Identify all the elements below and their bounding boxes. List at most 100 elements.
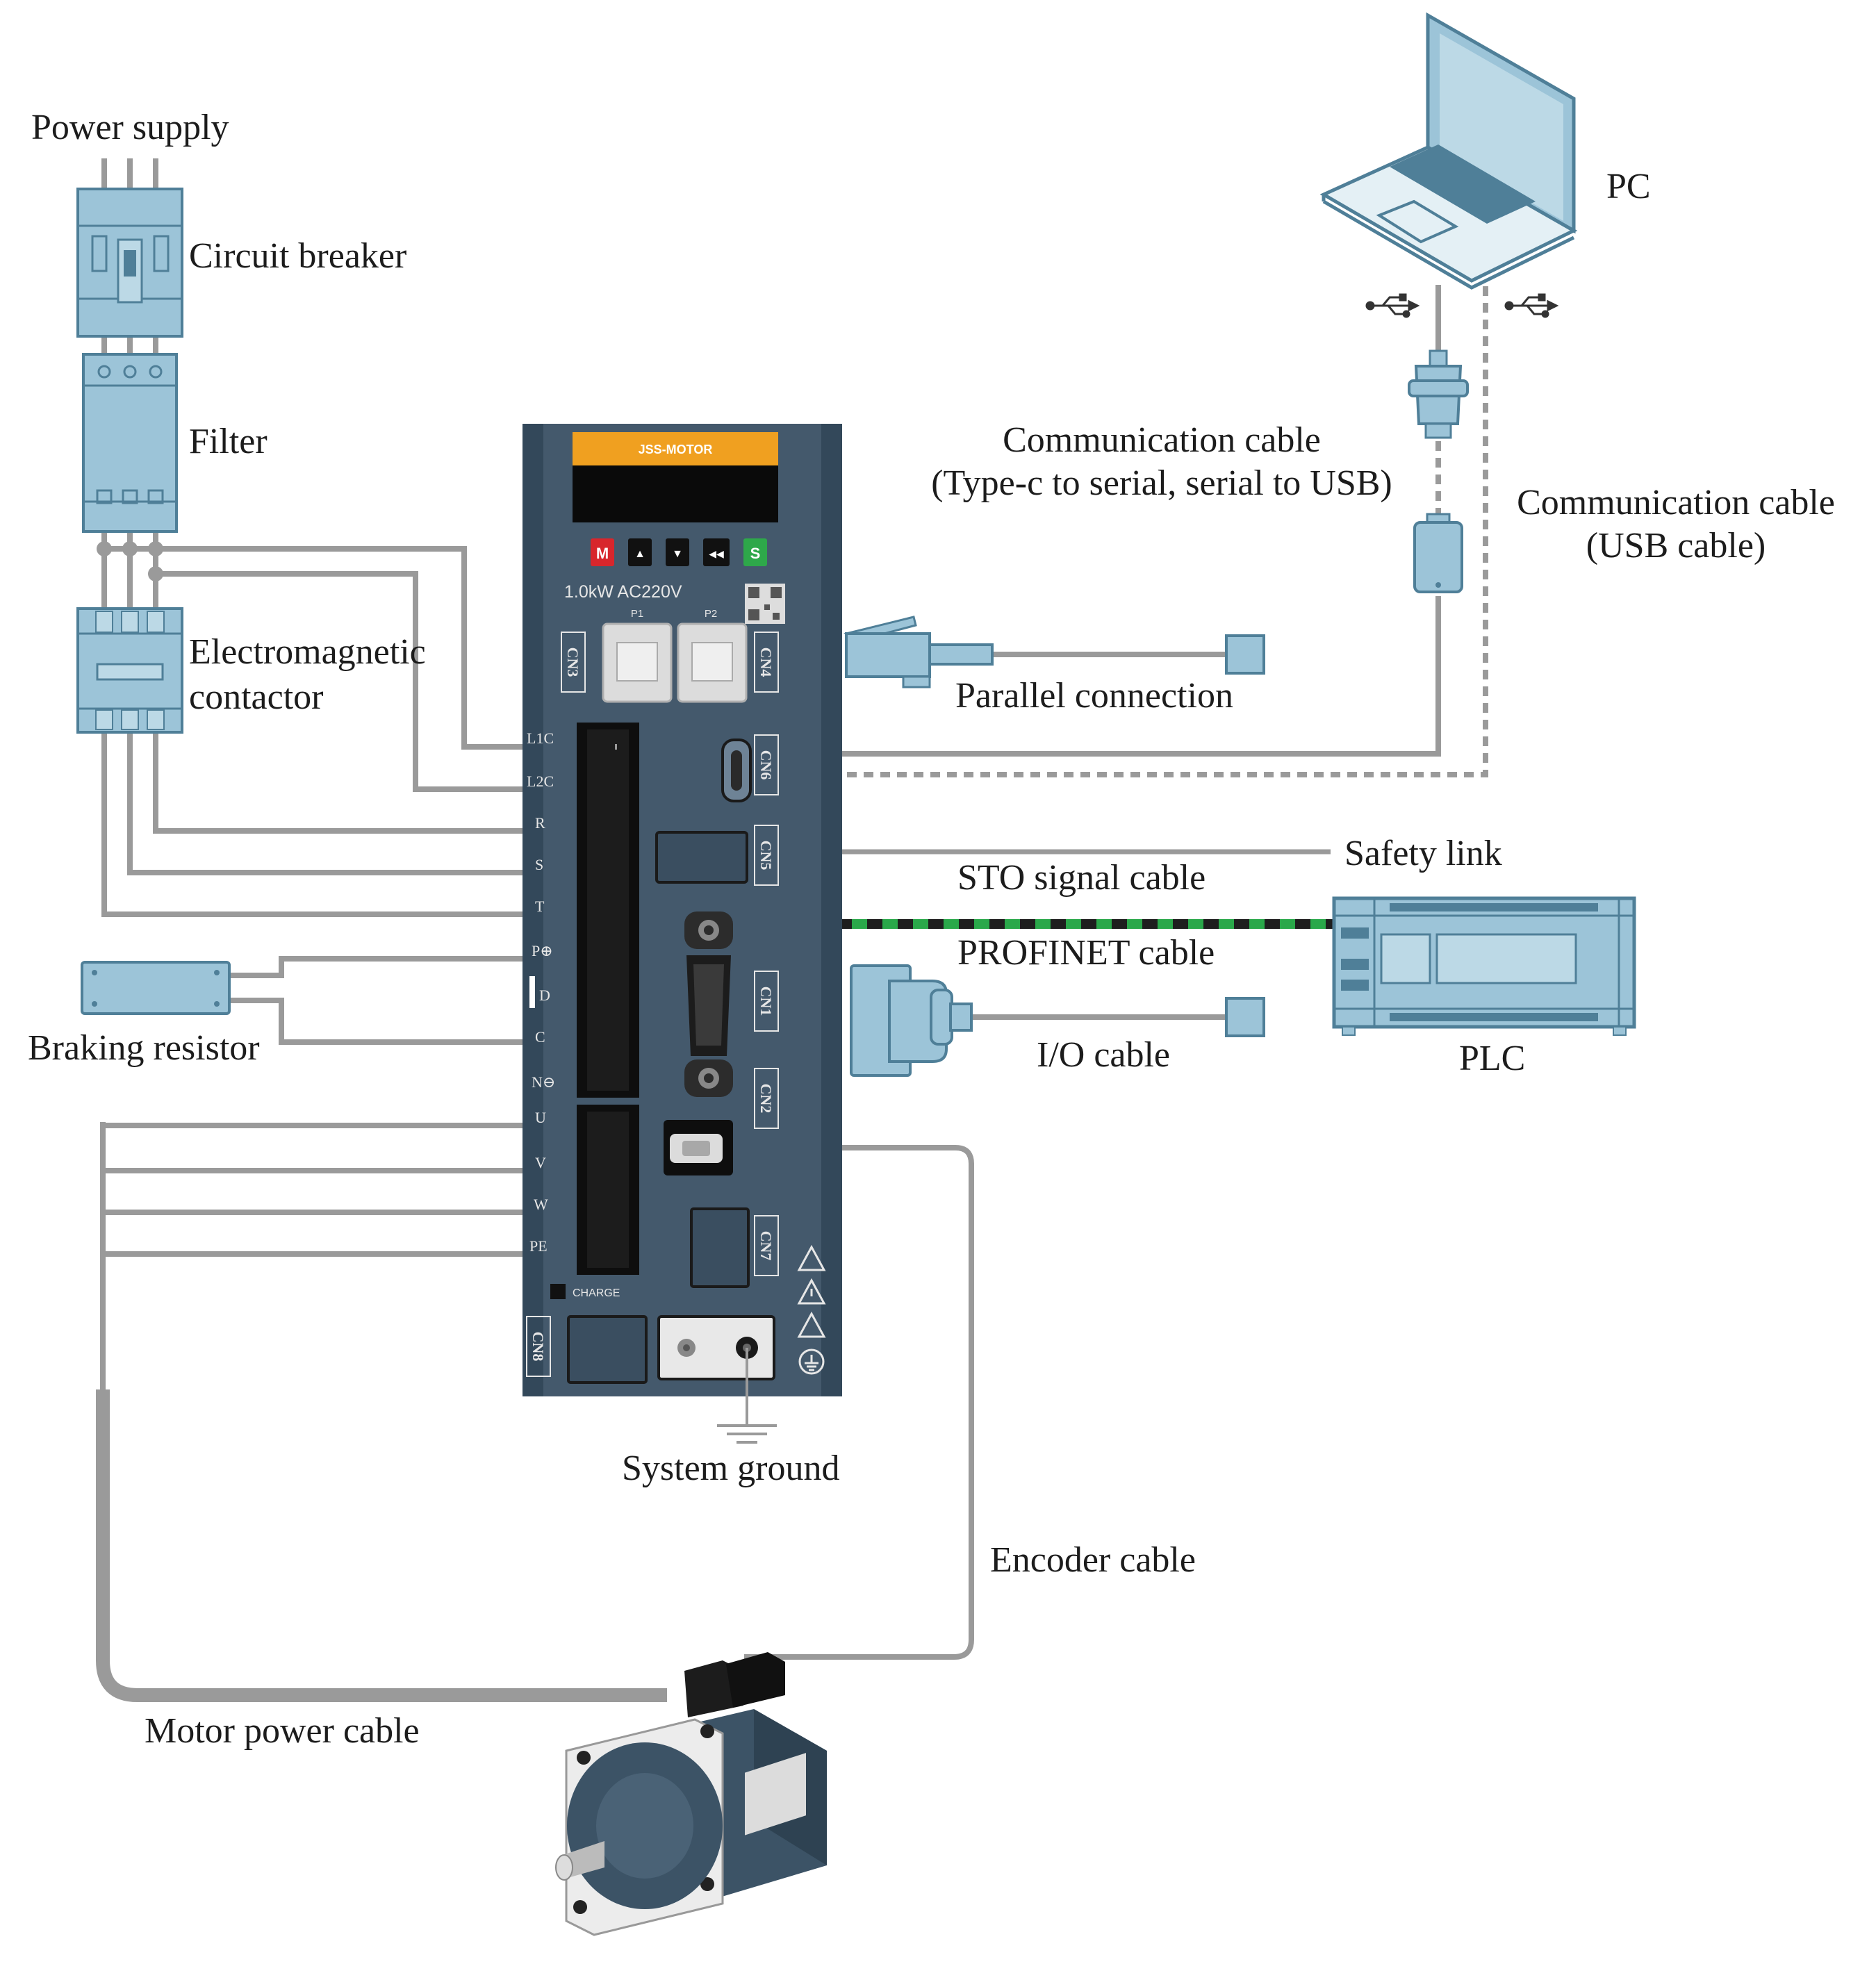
label-comm-cable-line1: Communication cable xyxy=(1003,420,1321,460)
qr-code xyxy=(745,584,785,624)
label-encoder-cable: Encoder cable xyxy=(990,1540,1196,1580)
svg-text:S: S xyxy=(750,545,761,562)
port-cn5-sto[interactable] xyxy=(655,831,748,884)
wire-brake-c xyxy=(229,998,617,1045)
svg-text:▲: ▲ xyxy=(634,548,645,560)
ground-icon xyxy=(717,1348,777,1444)
svg-text:D: D xyxy=(539,987,550,1004)
label-comm-cable-line2: (Type-c to serial, serial to USB) xyxy=(931,463,1392,503)
button-up[interactable] xyxy=(628,538,652,566)
svg-text:N⊖: N⊖ xyxy=(532,1073,555,1091)
svg-text:P1: P1 xyxy=(631,608,643,620)
io-connector xyxy=(850,964,973,1077)
keyboard xyxy=(1390,145,1536,224)
svg-text:U: U xyxy=(535,1109,546,1126)
tag-cn6: CN6 xyxy=(757,750,775,780)
label-system-ground: System ground xyxy=(622,1449,839,1488)
serial-connector xyxy=(1408,349,1469,439)
usb-icon xyxy=(1365,293,1420,318)
terminal-labels: L1C L2C R S T P⊕ D C N⊖ U V W PE xyxy=(527,729,555,1255)
motor-nameplate xyxy=(745,1753,806,1835)
parallel-endpoint xyxy=(1225,634,1265,675)
servo-drive: JSS-MOTOR M ▲ ▼ ◀◀ S 1.0kW AC220V P1 P2 xyxy=(523,424,842,1396)
port-cn1-io[interactable] xyxy=(684,911,733,1097)
tag-cn8: CN8 xyxy=(529,1332,547,1362)
electromagnetic-contactor xyxy=(76,607,183,734)
touchpad xyxy=(1376,199,1459,244)
wire-r xyxy=(153,728,617,834)
rj45-plug xyxy=(844,616,994,688)
label-usb-comm-line1: Communication cable xyxy=(1517,483,1835,522)
wiring xyxy=(96,158,1488,1702)
port-cn7[interactable] xyxy=(690,1207,750,1288)
svg-text:P⊕: P⊕ xyxy=(532,942,553,959)
connector-tags: CN3 CN4 CN6 CN5 CN1 CN2 CN7 CN8 xyxy=(526,632,779,1377)
button-m[interactable] xyxy=(591,538,614,566)
brand-name: JSS-MOTOR xyxy=(639,443,713,456)
usb-icon-2 xyxy=(1504,293,1559,318)
label-contactor-line2: contactor xyxy=(189,677,323,717)
svg-text:▼: ▼ xyxy=(672,548,683,560)
svg-text:L2C: L2C xyxy=(527,773,554,790)
label-plc: PLC xyxy=(1459,1039,1525,1078)
charge-label: CHARGE xyxy=(573,1287,620,1299)
drive-rating: 1.0kW AC220V xyxy=(564,582,682,602)
wire-brake-p xyxy=(229,956,617,978)
tag-cn1: CN1 xyxy=(757,987,775,1016)
svg-text:V: V xyxy=(535,1154,546,1171)
pc-laptop xyxy=(1319,12,1578,290)
svg-text:M: M xyxy=(596,545,609,562)
drive-ground-symbol-icon xyxy=(805,1355,818,1371)
label-power-supply: Power supply xyxy=(31,108,229,147)
usb-adapter xyxy=(1413,513,1463,593)
drive-buttons: M ▲ ▼ ◀◀ S xyxy=(591,538,767,566)
button-s[interactable] xyxy=(743,538,767,566)
label-parallel-connection: Parallel connection xyxy=(955,676,1233,716)
port-cn8[interactable] xyxy=(567,1315,648,1384)
ground-terminal[interactable] xyxy=(657,1315,775,1380)
plc xyxy=(1332,896,1636,1036)
label-motor-power-cable: Motor power cable xyxy=(145,1711,420,1751)
brand-plate xyxy=(573,432,778,465)
port-cn2-encoder[interactable] xyxy=(664,1120,733,1175)
usb-cable-line xyxy=(747,285,1488,777)
svg-text:T: T xyxy=(535,898,545,915)
drive-display xyxy=(573,465,778,522)
port-p2[interactable] xyxy=(677,622,748,703)
label-circuit-breaker: Circuit breaker xyxy=(189,236,406,276)
braking-resistor xyxy=(81,961,231,1015)
tag-cn2: CN2 xyxy=(757,1084,775,1114)
label-io-cable: I/O cable xyxy=(1037,1035,1170,1075)
typec-cable-line xyxy=(743,596,1441,757)
label-braking-resistor: Braking resistor xyxy=(28,1028,260,1068)
io-endpoint xyxy=(1225,997,1265,1037)
svg-text:◀◀: ◀◀ xyxy=(709,548,724,559)
svg-text:C: C xyxy=(535,1028,545,1046)
button-shift[interactable] xyxy=(703,538,730,566)
tag-cn3: CN3 xyxy=(564,647,582,677)
tag-cn7: CN7 xyxy=(757,1231,775,1261)
encoder-cable-line xyxy=(723,1145,974,1695)
circuit-breaker xyxy=(76,188,183,338)
svg-text:W: W xyxy=(534,1196,548,1213)
terminal-block-power[interactable] xyxy=(577,723,639,1098)
junctions xyxy=(97,541,163,581)
button-down[interactable] xyxy=(666,538,689,566)
motor-power-cable-line xyxy=(96,1389,667,1702)
label-pc: PC xyxy=(1606,167,1651,206)
servo-motor xyxy=(555,1652,827,1936)
tag-cn5: CN5 xyxy=(757,841,775,871)
svg-text:PE: PE xyxy=(529,1237,548,1255)
svg-text:S: S xyxy=(535,856,543,873)
svg-text:L1C: L1C xyxy=(527,729,554,747)
terminal-block-motor[interactable] xyxy=(577,1105,639,1275)
label-contactor-line1: Electromagnetic xyxy=(189,632,426,672)
label-safety-link: Safety link xyxy=(1344,834,1502,873)
wire-s xyxy=(127,728,617,875)
port-p1[interactable] xyxy=(602,622,673,703)
labels: Power supply Circuit breaker Filter Elec… xyxy=(28,108,1835,1751)
tag-cn4: CN4 xyxy=(757,647,775,677)
port-cn6-typec[interactable] xyxy=(721,739,752,802)
svg-text:R: R xyxy=(535,814,545,832)
